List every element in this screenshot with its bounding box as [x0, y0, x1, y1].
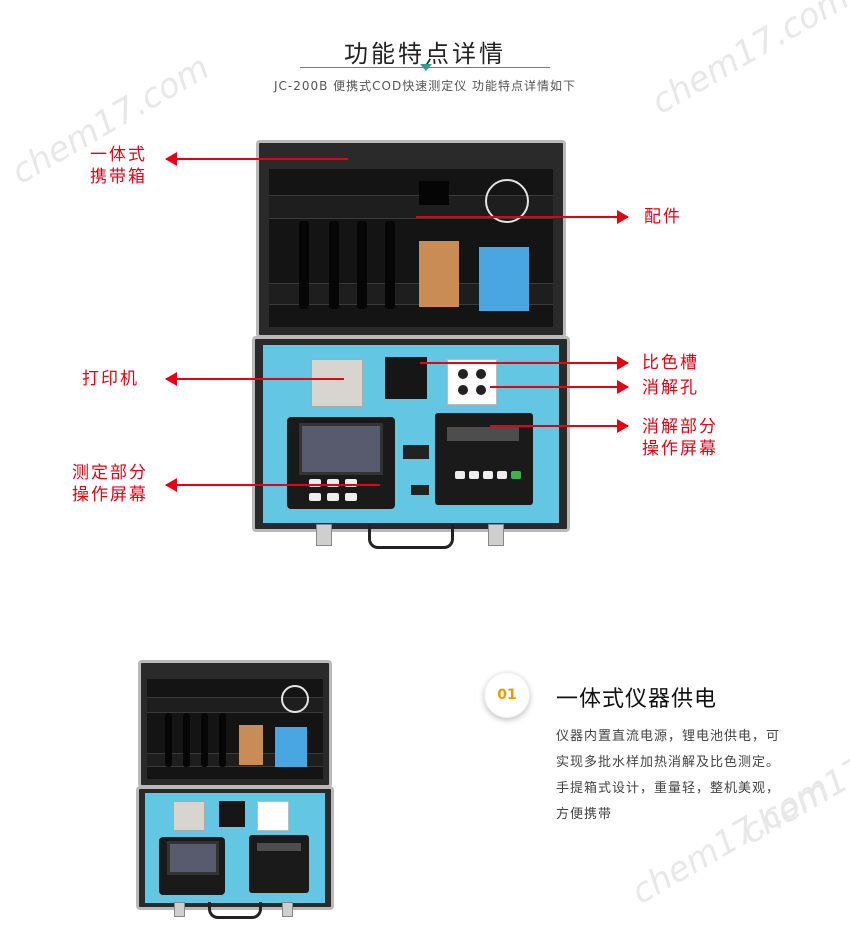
- control-key: [327, 493, 339, 501]
- tube-slot: [165, 713, 172, 767]
- annotation-accessories: 配件: [644, 206, 682, 228]
- tube-slot: [219, 713, 226, 767]
- control-key: [511, 471, 521, 479]
- control-key: [483, 471, 493, 479]
- tube-slot: [357, 221, 367, 309]
- instrument-panel: [263, 345, 559, 523]
- case-illustration-small: [136, 660, 334, 922]
- power-switch: [403, 445, 429, 459]
- case-latch: [316, 524, 332, 546]
- case-handle: [208, 902, 262, 919]
- control-key: [469, 471, 479, 479]
- power-socket: [411, 485, 429, 495]
- measure-control-unit: [159, 837, 225, 895]
- lid-strap: [147, 697, 323, 713]
- tube-slot: [183, 713, 190, 767]
- page-subtitle: JC-200B 便携式COD快速测定仪 功能特点详情如下: [273, 79, 577, 93]
- reagent-box: [239, 725, 263, 765]
- case-base: [136, 786, 334, 910]
- annotation-printer: 打印机: [82, 368, 139, 390]
- feature-line: 仪器内置直流电源，锂电池供电，可: [556, 729, 781, 744]
- feature-line: 方便携带: [556, 807, 613, 822]
- arrow-case: [165, 152, 348, 166]
- printer-unit: [173, 801, 205, 831]
- case-lid: [256, 140, 566, 338]
- control-key: [455, 471, 465, 479]
- colorimetric-cell: [385, 357, 427, 399]
- digestion-hole: [458, 369, 468, 379]
- arrow-colorimetric-cell: [420, 356, 629, 370]
- feature-description: 仪器内置直流电源，锂电池供电，可 实现多批水样加热消解及比色测定。 手提箱式设计…: [556, 724, 826, 828]
- instrument-panel: [145, 793, 325, 903]
- case-lid: [138, 660, 332, 788]
- colorimetric-cell: [219, 801, 245, 827]
- annotation-line: 打印机: [82, 369, 139, 389]
- annotation-line: 消解部分: [642, 417, 718, 437]
- arrow-measure-screen: [165, 478, 380, 492]
- feature-line: 实现多批水样加热消解及比色测定。: [556, 755, 781, 770]
- tube-slot: [299, 221, 309, 309]
- printer-unit: [311, 359, 363, 407]
- control-key: [309, 479, 321, 487]
- annotation-case: 一体式 携带箱: [90, 144, 147, 188]
- digestion-screen: [447, 427, 519, 441]
- case-latch: [282, 902, 293, 917]
- arrow-digestion-hole: [490, 380, 629, 394]
- annotation-line: 操作屏幕: [72, 485, 148, 505]
- control-key: [345, 479, 357, 487]
- arrow-accessories: [416, 210, 629, 224]
- feature-number-badge: 01: [484, 672, 530, 718]
- annotation-line: 操作屏幕: [642, 439, 718, 459]
- digestion-hole: [458, 385, 468, 395]
- annotation-line: 一体式: [90, 145, 147, 165]
- case-latch: [488, 524, 504, 546]
- case-latch: [174, 902, 185, 917]
- annotation-digestion-screen: 消解部分 操作屏幕: [642, 416, 718, 460]
- power-cord: [281, 685, 309, 713]
- digestion-control-unit: [435, 413, 533, 505]
- annotation-line: 配件: [644, 207, 682, 227]
- case-base: [252, 336, 570, 532]
- digestion-block: [257, 801, 289, 831]
- annotation-line: 消解孔: [642, 378, 699, 398]
- power-cord: [485, 179, 529, 223]
- digestion-screen: [257, 843, 301, 851]
- feature-number: 01: [497, 687, 517, 703]
- measure-screen: [299, 423, 383, 475]
- power-adapter: [419, 181, 449, 205]
- control-key: [345, 493, 357, 501]
- annotation-colorimetric-cell: 比色槽: [642, 352, 699, 374]
- reagent-box: [419, 241, 459, 307]
- measure-screen: [167, 841, 219, 875]
- page-title: 功能特点详情: [344, 40, 506, 68]
- digestion-hole: [476, 369, 486, 379]
- control-key: [309, 493, 321, 501]
- control-key: [497, 471, 507, 479]
- annotation-digestion-hole: 消解孔: [642, 377, 699, 399]
- feature-line: 手提箱式设计，重量轻，整机美观，: [556, 781, 781, 796]
- title-divider-pointer: [420, 64, 432, 71]
- annotation-line: 比色槽: [642, 353, 699, 373]
- accessory-pouch: [479, 247, 529, 311]
- tube-slot: [201, 713, 208, 767]
- accessory-pouch: [275, 727, 307, 767]
- annotation-line: 测定部分: [72, 463, 148, 483]
- feature-title: 一体式仪器供电: [556, 687, 718, 712]
- annotation-measure-screen: 测定部分 操作屏幕: [72, 462, 148, 506]
- digestion-hole: [476, 385, 486, 395]
- arrow-printer: [165, 372, 344, 386]
- annotation-line: 携带箱: [90, 167, 147, 187]
- measure-control-unit: [287, 417, 395, 509]
- case-illustration-large: [252, 140, 570, 550]
- control-key: [327, 479, 339, 487]
- case-handle: [368, 524, 454, 549]
- digestion-block: [447, 359, 497, 405]
- tube-slot: [385, 221, 395, 309]
- arrow-digestion-screen: [490, 419, 629, 433]
- tube-slot: [329, 221, 339, 309]
- digestion-control-unit: [249, 835, 309, 893]
